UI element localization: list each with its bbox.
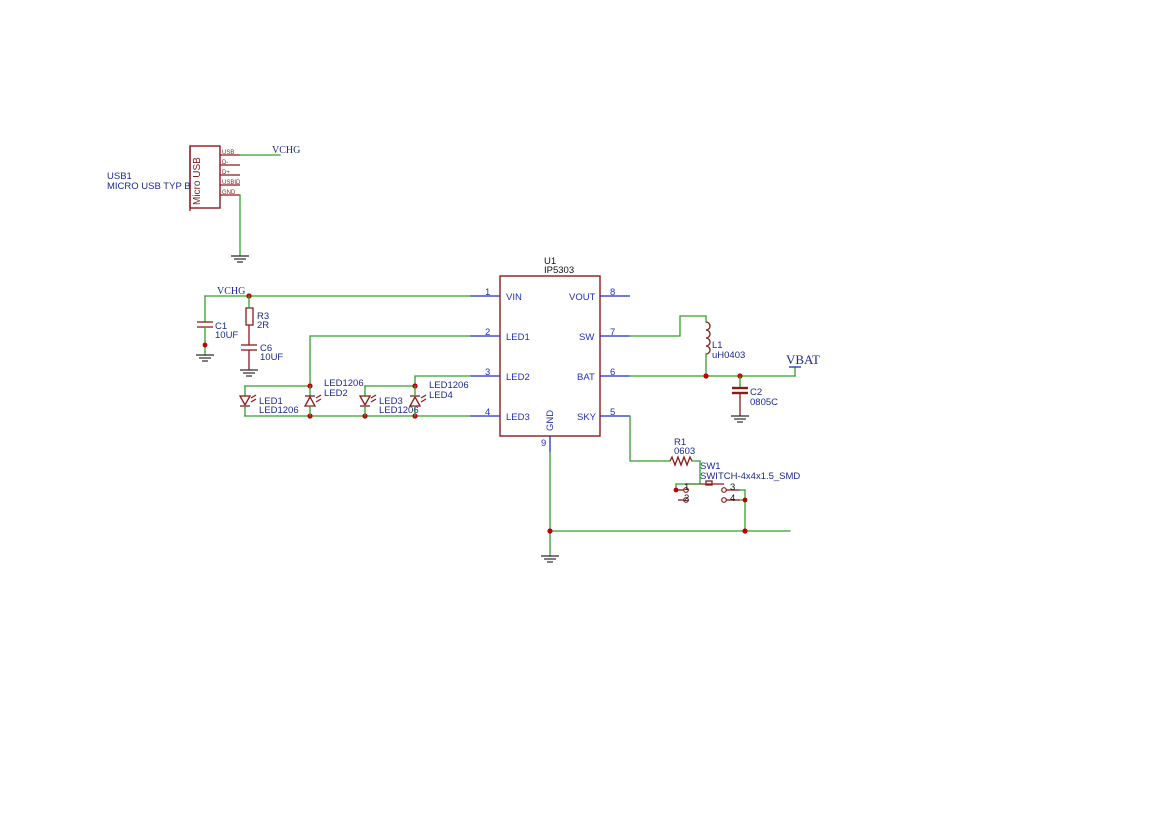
led4-value: LED1206 [429,380,469,391]
u1-pin3-name: LED2 [506,372,530,383]
wire-sw-l1 [629,315,707,337]
c6-value: 10UF [260,352,283,363]
r3-symbol [245,307,254,326]
led3-value: LED1206 [379,405,419,416]
c1-symbol [197,321,213,328]
junction-sw1-right [742,497,748,503]
led3-ref: LED3 [379,396,403,407]
sw1-pin1: 1 [684,482,689,493]
u1-pin5-num: 5 [610,407,615,418]
wire-r1-sw1 [691,460,701,485]
sw1-value: SWITCH-4x4x1.5_SMD [700,471,800,482]
led2-value: LED1206 [324,378,364,389]
ground-symbol-main [541,555,559,563]
junction-c1 [202,342,208,348]
sw1-pin4: 4 [730,493,735,504]
ground-symbol-usb [231,255,249,263]
r1-symbol [669,455,693,467]
c2-ref: C2 [750,387,762,398]
usb1-body-label: Micro USB [192,157,203,205]
l1-symbol [705,321,711,355]
c6-ref: C6 [260,343,272,354]
u1-pin9-num: 9 [541,438,546,449]
c6-symbol [241,344,257,351]
usb1-ref: USB1 [107,171,132,182]
net-label-vchg-usb: VCHG [272,145,300,156]
led3-symbol [358,385,377,417]
u1-pin8-num: 8 [610,287,615,298]
u1-pin7-name: SW [579,332,594,343]
u1-symbol [470,275,630,452]
u1-pin8-name: VOUT [569,292,596,303]
u1-pin2-num: 2 [485,327,490,338]
c1-ref: C1 [215,321,227,332]
u1-pin3-num: 3 [485,367,490,378]
junction-gnd-ic [547,528,553,534]
r3-ref: R3 [257,311,269,322]
led1-value: LED1206 [259,405,299,416]
usb1-pin-dminus: D- [222,160,228,166]
u1-pin4-name: LED3 [506,412,530,423]
ground-symbol-c1 [196,354,214,362]
ground-symbol-c2 [731,415,749,423]
u1-pin7-num: 7 [610,327,615,338]
r3-value: 2R [257,320,269,331]
sw1-symbol [675,480,746,532]
usb1-pin-gnd: GND [222,190,236,196]
u1-pin6-num: 6 [610,367,615,378]
c1-value: 10UF [215,330,238,341]
wire-led1-net [309,335,471,387]
u1-pin1-name: VIN [506,292,522,303]
c2-symbol [732,386,748,395]
led2-symbol [303,385,322,417]
u1-pin1-num: 1 [485,287,490,298]
usb1-symbol: Micro USB USB D- D+ USBID GND [189,145,241,211]
net-label-vchg-vin: VCHG [217,286,245,297]
usb1-pin-usb: USB [222,150,234,156]
net-label-vbat: VBAT [786,352,820,367]
c2-value: 0805C [750,397,778,408]
led4-ref: LED4 [429,390,453,401]
junction-gnd-sw [742,528,748,534]
usb1-value: MICRO USB TYP B [107,181,191,192]
r1-ref: R1 [674,437,686,448]
u1-ref: U1 [544,256,556,267]
wire-sky-r1 [629,415,671,462]
r1-value: 0603 [674,446,695,457]
l1-ref: L1 [712,340,723,351]
l1-value: uH0403 [712,350,745,361]
led2-ref: LED2 [324,388,348,399]
usb1-pin-usbid: USBID [222,180,241,186]
u1-pin9-name: GND [545,410,556,431]
junction-bat-l1 [703,373,709,379]
usb1-pin-dplus: D+ [222,170,230,176]
u1-pin5-name: SKY [577,412,597,423]
u1-pin6-name: BAT [577,372,595,383]
sw1-pin2: 2 [684,493,689,504]
led1-ref: LED1 [259,396,283,407]
led1-symbol [238,385,257,417]
ground-symbol-c6 [240,369,258,377]
wire-led2-net [414,375,471,387]
sw1-ref: SW1 [700,461,721,472]
u1-pin2-name: LED1 [506,332,530,343]
junction-sw1-left [673,487,679,493]
sw1-pin3: 3 [730,482,735,493]
u1-value: IP5303 [544,265,574,276]
u1-pin4-num: 4 [485,407,490,418]
led4-symbol [408,385,427,417]
